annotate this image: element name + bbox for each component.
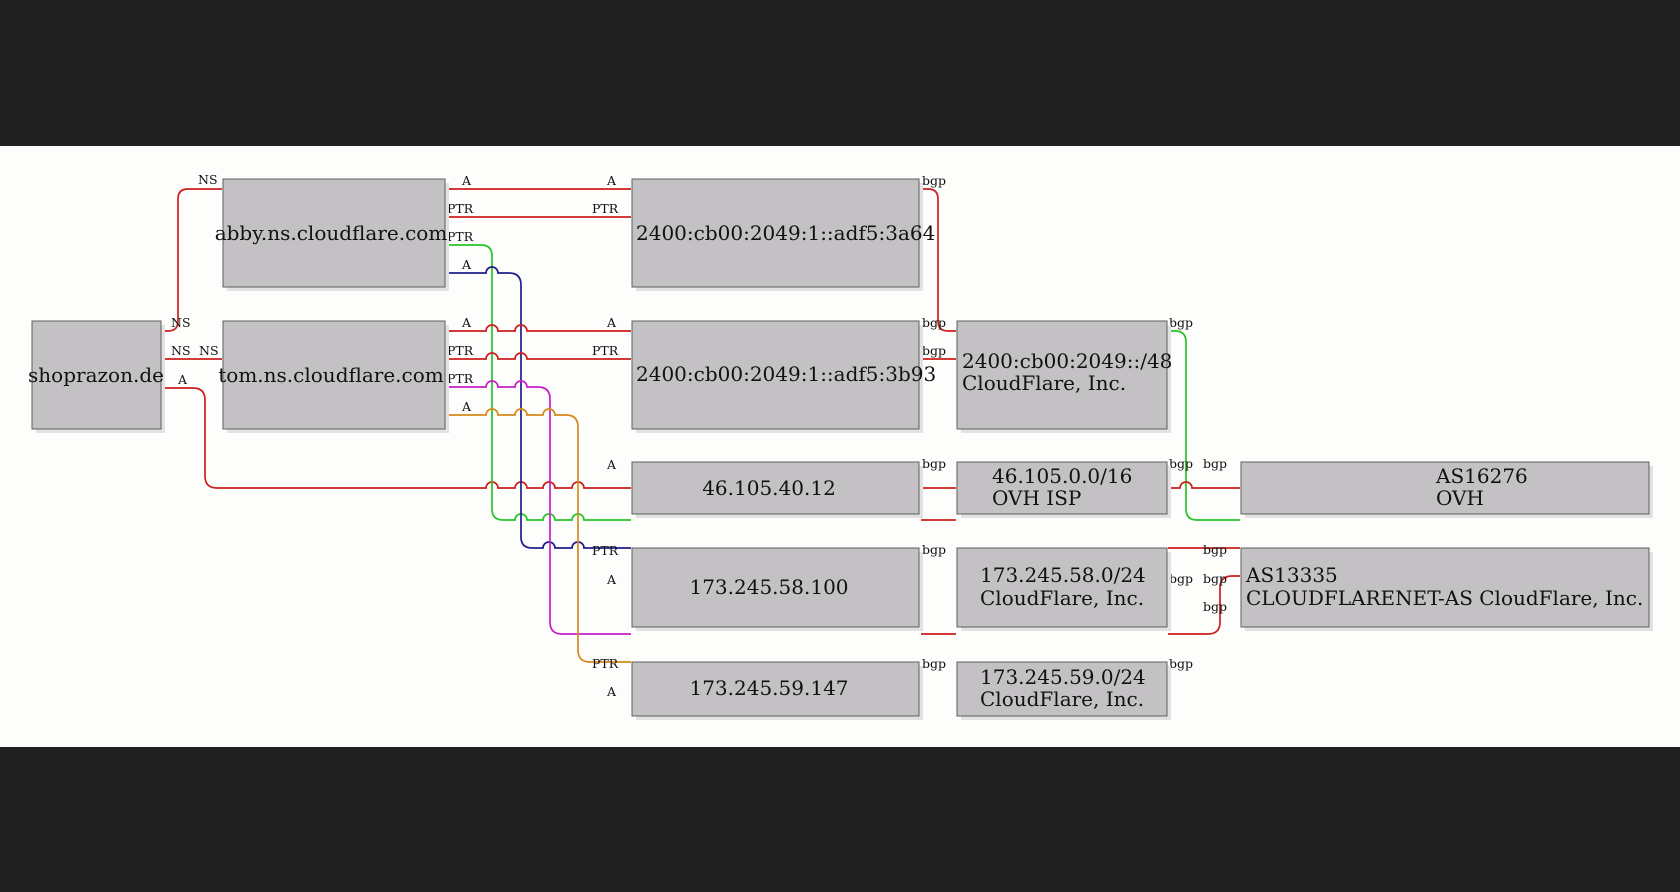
edge-label-bgp: bgp xyxy=(1203,542,1227,557)
node-abby[interactable]: abby.ns.cloudflare.com xyxy=(215,178,449,291)
edge-bgp-net4c xyxy=(1168,575,1240,635)
edge-label-a: A xyxy=(461,399,472,414)
node-tom[interactable]: tom.ns.cloudflare.com xyxy=(218,320,449,433)
edge-label-a: A xyxy=(606,173,617,188)
edge-label-a: A xyxy=(606,315,617,330)
edge-bgp-net4a xyxy=(1168,481,1240,489)
node-label: OVH xyxy=(1436,486,1484,510)
edge-label-ns: NS xyxy=(198,172,218,187)
node-ip6b[interactable]: 2400:cb00:2049:1::adf5:3b93 xyxy=(631,320,936,433)
edge-label-ptr: PTR xyxy=(447,371,474,386)
node-label: AS13335 xyxy=(1245,563,1338,587)
edge-label-ptr: PTR xyxy=(447,229,474,244)
network-diagram: NS NS NS NS A A A PTR PTR PTR A A A PTR … xyxy=(28,172,1653,720)
node-label: 2400:cb00:2049::/48 xyxy=(962,349,1172,373)
node-label: AS16276 xyxy=(1435,464,1528,488)
edge-label-ns: NS xyxy=(199,343,219,358)
node-label: 173.245.59.147 xyxy=(689,676,848,700)
edge-label-bgp: bgp xyxy=(1169,315,1193,330)
edge-label-bgp: bgp xyxy=(1203,571,1227,586)
edge-label-bgp: bgp xyxy=(922,173,946,188)
node-net6[interactable]: 2400:cb00:2049::/48 CloudFlare, Inc. xyxy=(956,320,1172,433)
edge-label-bgp: bgp xyxy=(922,315,946,330)
edge-label-bgp: bgp xyxy=(1169,571,1193,586)
edge-label-a: A xyxy=(606,684,617,699)
edge-label-ptr: PTR xyxy=(592,543,619,558)
edge-label-ptr: PTR xyxy=(447,201,474,216)
node-label: CloudFlare, Inc. xyxy=(980,586,1144,610)
edge-tom-a xyxy=(447,324,631,332)
edge-label-bgp: bgp xyxy=(922,542,946,557)
edge-label-ptr: PTR xyxy=(592,656,619,671)
node-label: 173.245.59.0/24 xyxy=(980,665,1146,689)
edge-tom-ptr-magenta xyxy=(447,380,631,635)
edge-tom-ptr xyxy=(447,352,631,360)
edge-label-bgp: bgp xyxy=(1169,656,1193,671)
node-net4a[interactable]: 46.105.0.0/16 OVH ISP xyxy=(956,461,1171,518)
node-label: CLOUDFLARENET-AS CloudFlare, Inc. xyxy=(1246,586,1643,610)
node-label: 173.245.58.100 xyxy=(689,575,848,599)
node-ip4a[interactable]: 46.105.40.12 xyxy=(631,461,923,518)
edge-label-ptr: PTR xyxy=(447,343,474,358)
edge-ns-abby xyxy=(163,188,222,332)
edges xyxy=(163,188,1240,663)
node-label: 2400:cb00:2049:1::adf5:3b93 xyxy=(636,362,936,386)
edge-bgp-net6 xyxy=(1168,330,1240,521)
edge-abby-a-navy xyxy=(447,266,631,549)
edge-label-a: A xyxy=(177,372,188,387)
edge-label-bgp: bgp xyxy=(922,343,946,358)
edge-a-ip4a xyxy=(163,387,631,489)
node-label: CloudFlare, Inc. xyxy=(980,687,1144,711)
edge-label-ptr: PTR xyxy=(592,201,619,216)
node-label: tom.ns.cloudflare.com xyxy=(218,363,443,387)
node-label: 2400:cb00:2049:1::adf5:3a64 xyxy=(636,221,935,245)
edge-label-a: A xyxy=(606,572,617,587)
node-label: 173.245.58.0/24 xyxy=(980,563,1146,587)
node-label: CloudFlare, Inc. xyxy=(962,371,1126,395)
edge-label-a: A xyxy=(461,315,472,330)
node-label: 46.105.40.12 xyxy=(702,476,836,500)
node-as16276[interactable]: AS16276 OVH xyxy=(1240,461,1653,518)
edge-label-ns: NS xyxy=(171,343,191,358)
node-net4b[interactable]: 173.245.58.0/24 CloudFlare, Inc. xyxy=(956,547,1171,631)
edge-label-bgp: bgp xyxy=(1169,456,1193,471)
edge-label-bgp: bgp xyxy=(922,456,946,471)
node-ip4c[interactable]: 173.245.59.147 xyxy=(631,661,923,720)
edge-label-ptr: PTR xyxy=(592,343,619,358)
edge-label-ns: NS xyxy=(171,315,191,330)
node-as13335[interactable]: AS13335 CLOUDFLARENET-AS CloudFlare, Inc… xyxy=(1240,547,1653,631)
edge-label-a: A xyxy=(461,257,472,272)
edge-label-bgp: bgp xyxy=(922,656,946,671)
edge-label-a: A xyxy=(606,457,617,472)
edge-labels: NS NS NS NS A A A PTR PTR PTR A A A PTR … xyxy=(171,172,1227,699)
node-ip4b[interactable]: 173.245.58.100 xyxy=(631,547,923,631)
edge-label-bgp: bgp xyxy=(1203,599,1227,614)
node-shoprazon[interactable]: shoprazon.de xyxy=(28,320,165,433)
edge-bgp-ip6a xyxy=(921,188,956,332)
node-label: 46.105.0.0/16 xyxy=(992,464,1132,488)
edge-tom-a-orange xyxy=(447,408,631,663)
diagram-canvas: NS NS NS NS A A A PTR PTR PTR A A A PTR … xyxy=(0,146,1680,747)
node-label: OVH ISP xyxy=(992,486,1081,510)
node-ip6a[interactable]: 2400:cb00:2049:1::adf5:3a64 xyxy=(631,178,935,291)
edge-label-a: A xyxy=(461,173,472,188)
node-label: shoprazon.de xyxy=(28,363,164,387)
node-label: abby.ns.cloudflare.com xyxy=(215,221,448,245)
edge-label-bgp: bgp xyxy=(1203,456,1227,471)
nodes: shoprazon.de abby.ns.cloudflare.com tom.… xyxy=(28,178,1653,720)
edge-abby-ptr-green xyxy=(447,244,631,521)
node-net4c[interactable]: 173.245.59.0/24 CloudFlare, Inc. xyxy=(956,661,1171,720)
